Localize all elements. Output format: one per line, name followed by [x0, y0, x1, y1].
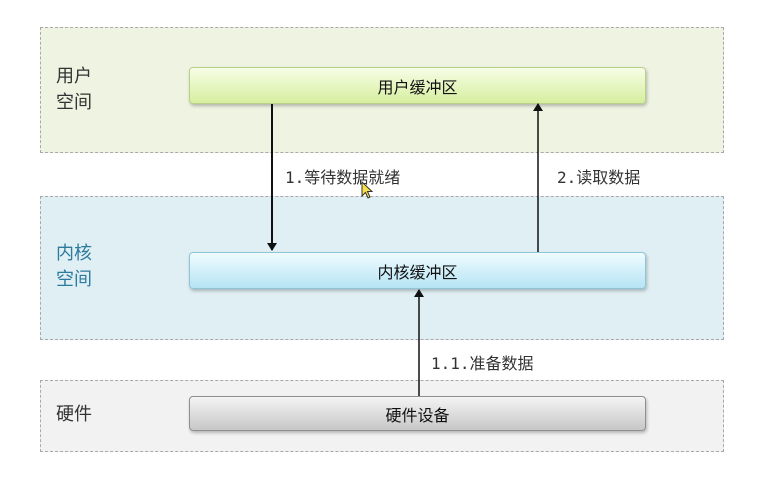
- hardware-label: 硬件: [56, 404, 92, 425]
- kernel-buffer-box: 内核缓冲区: [189, 252, 646, 289]
- kernel-buffer-label: 内核缓冲区: [377, 262, 458, 282]
- hardware-device-box: 硬件设备: [189, 396, 646, 431]
- user-space-label: 用户 空间: [56, 66, 92, 113]
- user-buffer-label: 用户缓冲区: [377, 77, 458, 97]
- mouse-pointer-icon: [361, 181, 374, 199]
- kernel-space-label: 内核 空间: [56, 243, 92, 290]
- hardware-device-label: 硬件设备: [385, 405, 450, 425]
- wait-ready-label: 1.等待数据就绪: [285, 168, 401, 187]
- user-buffer-box: 用户缓冲区: [189, 67, 646, 104]
- read-data-label: 2.读取数据: [557, 168, 641, 187]
- prepare-data-label: 1.1.准备数据: [431, 354, 534, 373]
